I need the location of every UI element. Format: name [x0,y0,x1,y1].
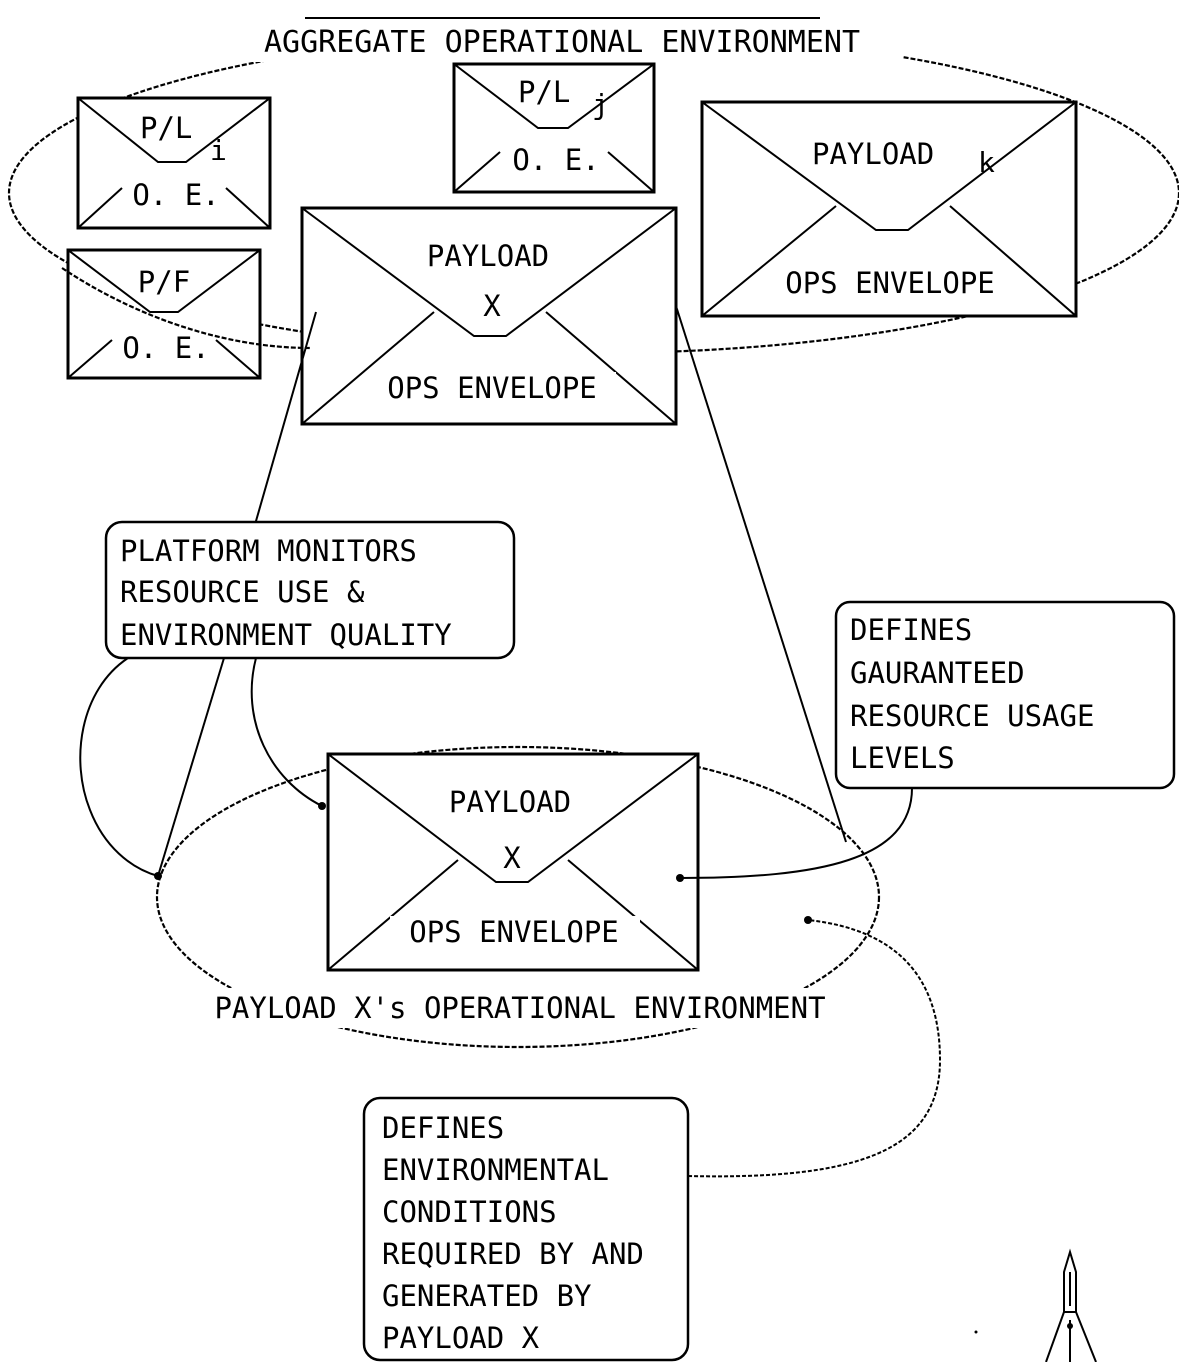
envelope-pf: P/F O. E. [66,248,262,380]
envelope-payload-x-top: PAYLOAD X OPS ENVELOPE [300,206,678,426]
connector-dot-envelope [318,802,326,810]
drafting-compass-icon [974,1248,1097,1362]
platform-monitor-connectors [79,657,326,880]
note-conditions-line-3: CONDITIONS [382,1195,557,1229]
note-platform-monitors-line-3: ENVIRONMENT QUALITY [120,618,452,652]
note-guaranteed-usage-box [834,600,1176,790]
envelope-payload-k-label: PAYLOAD [812,137,934,171]
aggregate-title: AGGREGATE OPERATIONAL ENVIRONMENT [264,25,860,60]
envelope-payload-x-bottom-label: PAYLOAD [449,785,571,819]
projection-line-left [253,311,317,529]
note-conditions-line-4: REQUIRED BY AND [382,1237,644,1271]
connector-conditions-to-environment [687,919,942,1178]
envelope-payload-x-top-label: PAYLOAD [427,239,549,273]
envelope-payload-x-bottom-x-label: X [503,841,521,875]
envelope-payload-x-bottom-ops-label: OPS ENVELOPE [409,915,619,949]
connector-dot-conditions [804,916,812,924]
envelope-payload-k-ops-label: OPS ENVELOPE [785,266,995,300]
envelope-payload-x-top-x-label: X [483,289,501,323]
envelope-pl-j-oe-label: O. E. [512,143,599,177]
envelope-payload-k: PAYLOAD k OPS ENVELOPE [700,100,1078,318]
note-guaranteed-usage-line-4: LEVELS [850,741,955,775]
connector-guaranteed-to-envelope [679,787,913,879]
envelope-pf-frame [66,248,262,380]
envelope-pl-i-oe-label: O. E. [132,178,219,212]
note-platform-monitors-line-2: RESOURCE USE & [120,575,365,609]
note-conditions-line-6: PAYLOAD X [382,1321,540,1355]
note-conditions-line-2: ENVIRONMENTAL [382,1153,609,1187]
note-guaranteed-usage: DEFINES GAURANTEED RESOURCE USAGE LEVELS [834,600,1176,790]
payload-x-environment: PAYLOAD X's OPERATIONAL ENVIRONMENT [155,745,881,1049]
envelope-payload-k-subscript: k [978,146,995,179]
aggregate-environment-front-edge [61,267,311,350]
envelope-pl-i: P/L i O. E. [76,96,272,230]
connector-monitor-straight [157,657,225,877]
note-environmental-conditions-box [362,1096,690,1362]
aggregate-environment: AGGREGATE OPERATIONAL ENVIRONMENT [8,17,1179,355]
envelope-pl-j: P/L j O. E. [452,62,656,194]
note-environmental-conditions: DEFINES ENVIRONMENTAL CONDITIONS REQUIRE… [362,1096,690,1362]
note-platform-monitors: PLATFORM MONITORS RESOURCE USE & ENVIRON… [104,520,516,660]
projection-line-right [675,305,847,843]
connector-monitor-loop-left [79,657,159,877]
note-guaranteed-usage-line-2: GAURANTEED [850,656,1025,690]
payload-x-environment-ellipse [155,745,881,1049]
connector-dot-left [154,872,162,880]
note-conditions-line-1: DEFINES [382,1111,504,1145]
envelope-payload-x-bottom: PAYLOAD X OPS ENVELOPE [326,752,700,972]
envelope-payload-x-top-ops-label: OPS ENVELOPE [387,371,597,405]
aggregate-title-backing [222,20,902,62]
envelope-pl-i-subscript: i [210,134,227,167]
payload-x-environment-title: PAYLOAD X's OPERATIONAL ENVIRONMENT [214,991,825,1025]
projection-lines [253,305,847,843]
envelope-pf-oe-label: O. E. [122,331,209,365]
envelope-pl-j-subscript: j [592,88,609,121]
envelope-pl-j-label: P/L [518,75,570,109]
envelope-pl-i-label: P/L [140,111,192,145]
note-platform-monitors-line-1: PLATFORM MONITORS [120,534,417,568]
note-guaranteed-usage-line-1: DEFINES [850,613,972,647]
connector-monitor-to-envelope [250,657,323,807]
envelope-pf-label: P/F [138,265,190,299]
note-platform-monitors-box [104,520,516,660]
note-conditions-line-5: GENERATED BY [382,1279,592,1313]
connector-dot-guaranteed [676,874,684,882]
note-guaranteed-usage-line-3: RESOURCE USAGE [850,699,1094,733]
